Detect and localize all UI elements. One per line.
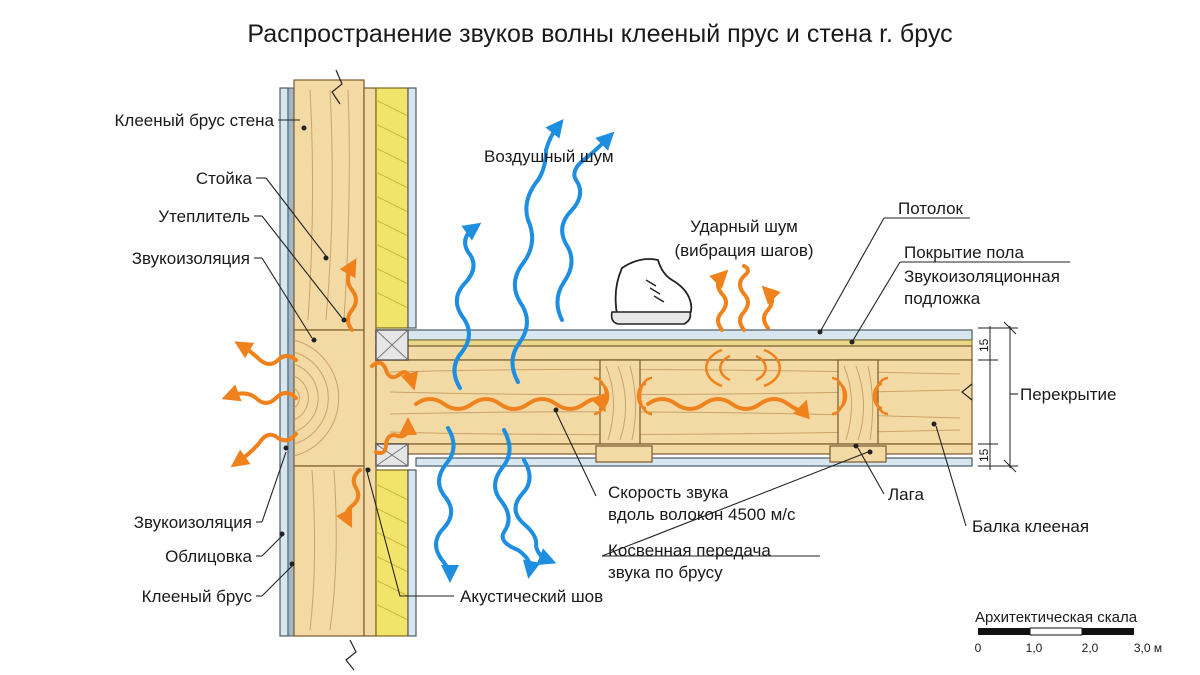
label-airborne-noise: Воздушный шум [484,147,614,166]
label-joist: Лага [888,485,924,504]
scale-tick-3: 3,0 м [1134,641,1162,655]
leader-lines [254,119,1070,597]
airborne-sound-arrows [434,118,615,583]
shoe-icon [610,258,693,325]
label-insulation: Утеплитель [158,207,250,226]
structure-borne-sound-arrows [221,258,810,529]
dimension-top: 15 [977,338,991,352]
label-underlay: Звукоизоляционная [904,267,1060,286]
scale-tick-0: 0 [975,641,982,655]
label-underlay-sub: подложка [904,289,981,308]
label-sound-speed: Скорость звука [608,483,729,502]
label-soundproof-top: Звукоизоляция [132,249,250,268]
label-acoustic-seam: Акустический шов [460,587,603,606]
diagram-title: Распространение звуков волны клееный пру… [247,20,952,48]
vibration-marks [593,348,889,416]
label-glued-beam: Клееный брус [142,587,253,606]
label-impact-noise-sub: (вибрация шагов) [674,241,813,260]
scale-bar: Архитектическая скала 0 1,0 2,0 3,0 м [975,609,1162,655]
scale-tick-2: 2,0 [1082,641,1099,655]
wall-structure [279,69,417,671]
labels: Клееный брус стена Стойка Утеплитель Зву… [115,111,1117,606]
label-glued-beam-wall: Клееный брус стена [115,111,275,130]
dimension-lines: 15 15 [977,321,1018,473]
label-glued-girder: Балка клееная [972,517,1089,536]
label-cladding: Облицовка [165,547,252,566]
label-soundproof-bottom: Звукоизоляция [134,513,252,532]
label-ceiling: Потолок [898,199,964,218]
label-post: Стойка [196,169,253,188]
label-floor-covering: Покрытие пола [904,243,1024,262]
scale-title: Архитектическая скала [975,609,1138,626]
label-indirect-transmission: Косвенная передача [608,541,771,560]
dimension-bottom: 15 [977,448,991,462]
label-floor-slab: Перекрытие [1020,385,1116,404]
label-sound-speed-sub: вдоль волокон 4500 м/с [608,505,796,524]
scale-tick-1: 1,0 [1026,641,1043,655]
label-impact-noise: Ударный шум [690,217,798,236]
label-indirect-transmission-sub: звука по брусу [608,563,723,582]
